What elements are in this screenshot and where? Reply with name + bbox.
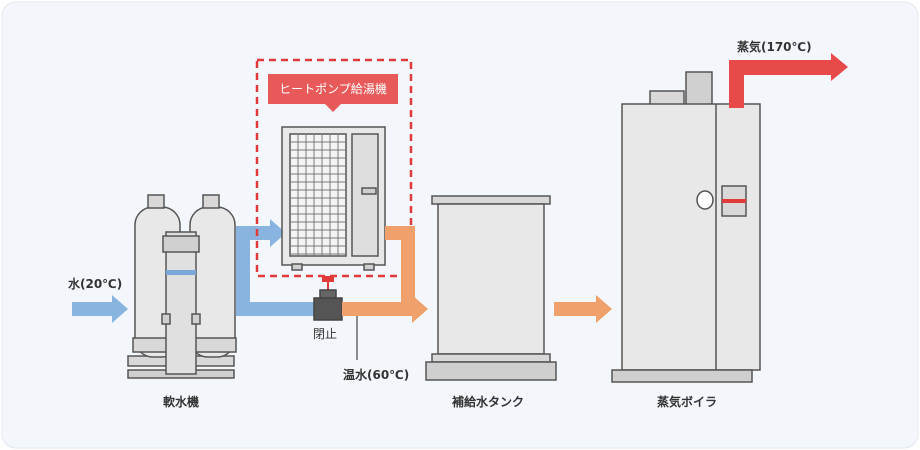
softener-label: 軟水機 (163, 395, 200, 409)
hot-water-pipe (342, 226, 428, 323)
feed-tank-label: 補給水タンク (452, 395, 525, 409)
feed-water-tank (425, 195, 557, 381)
heat-pump-unit (281, 126, 386, 271)
heat-pump-callout: ヒートポンプ給湯機 (268, 74, 398, 112)
steam-boiler (611, 71, 761, 383)
water-softener (127, 194, 237, 379)
hot-water-label: 温水(60℃) (343, 368, 410, 382)
boiler-label: 蒸気ボイラ (657, 395, 718, 409)
valve-label: 閉止 (313, 327, 338, 341)
water-inlet-label: 水(20℃) (68, 277, 123, 291)
steam-outlet-label: 蒸気(170℃) (737, 40, 812, 54)
steam-outlet-arrow (729, 53, 848, 108)
inlet-arrow (72, 295, 128, 323)
cold-water-pipe (236, 219, 320, 316)
tank-to-boiler-arrow (554, 295, 612, 323)
